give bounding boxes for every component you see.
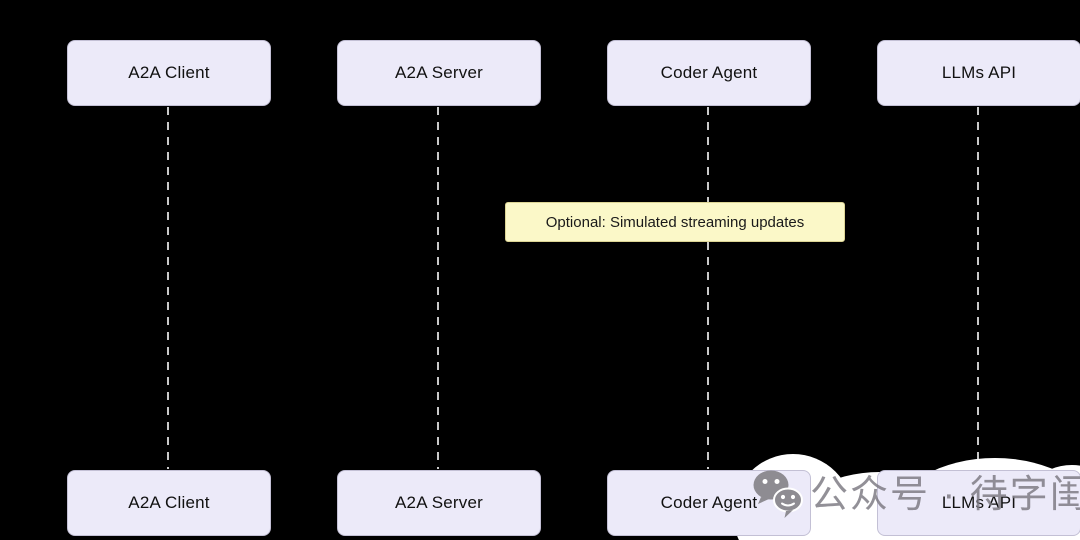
actor-box-a2a-client-bottom: A2A Client xyxy=(67,470,271,536)
actor-box-a2a-client-top: A2A Client xyxy=(67,40,271,106)
watermark: 公众号 · 待字闺中 xyxy=(752,470,1080,520)
actor-label: LLMs API xyxy=(941,63,1017,82)
actor-box-a2a-server-top: A2A Server xyxy=(337,40,541,106)
actor-box-a2a-server-bottom: A2A Server xyxy=(337,470,541,536)
actor-label: A2A Server xyxy=(395,63,483,82)
wechat-icon xyxy=(753,470,803,518)
actor-label: A2A Server xyxy=(395,493,483,512)
note-box: Optional: Simulated streaming updates xyxy=(505,202,845,242)
actor-box-llms-api-bottom: LLMs API xyxy=(877,470,1080,536)
actor-label: A2A Client xyxy=(128,63,210,82)
actor-label: Coder Agent xyxy=(660,63,758,82)
actor-box-coder-agent-top: Coder Agent xyxy=(607,40,811,106)
watermark-text: 公众号 · 待字闺中 xyxy=(810,474,1080,516)
actor-label: Coder Agent xyxy=(660,493,758,512)
actor-label: A2A Client xyxy=(128,493,210,512)
note-text: Optional: Simulated streaming updates xyxy=(545,213,805,231)
actor-box-llms-api-top: LLMs API xyxy=(877,40,1080,106)
actor-label: LLMs API xyxy=(941,493,1017,512)
